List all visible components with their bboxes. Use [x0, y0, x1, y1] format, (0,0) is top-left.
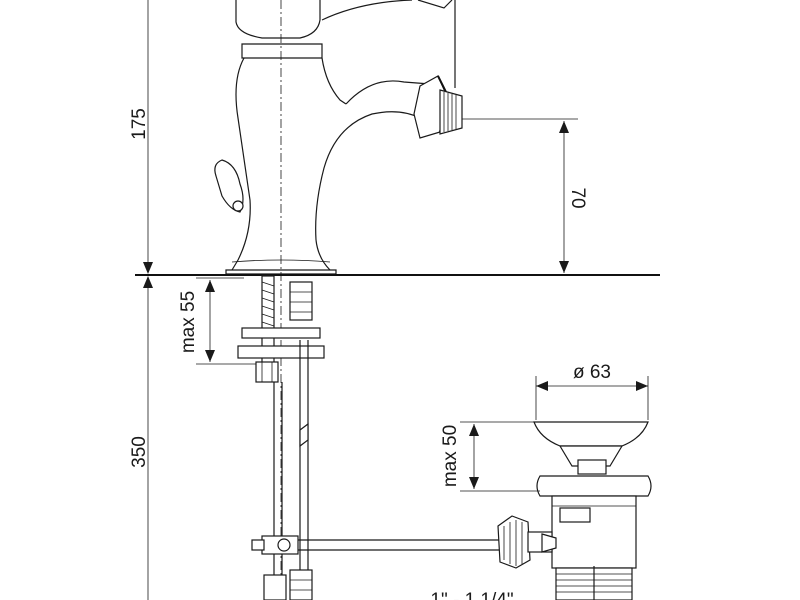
mounting-hardware: [135, 274, 660, 383]
dimension-label-70: 70: [567, 187, 588, 208]
dimension-label-diameter-63: ø 63: [573, 362, 611, 383]
faucet-body: [214, 0, 463, 275]
lift-rod-knob: [214, 159, 244, 213]
drain-assembly: [497, 421, 652, 600]
dimension-label-max-55: max 55: [178, 291, 199, 353]
spout-nozzle: [413, 75, 463, 139]
dimension-label-max-50: max 50: [440, 425, 461, 487]
dimension-lines: [143, 0, 649, 600]
pop-up-rods: [251, 340, 500, 600]
dimension-label-thread: 1" - 1 1/4": [430, 590, 513, 600]
dimension-label-350: 350: [129, 436, 150, 468]
dimension-label-175: 175: [129, 108, 150, 140]
